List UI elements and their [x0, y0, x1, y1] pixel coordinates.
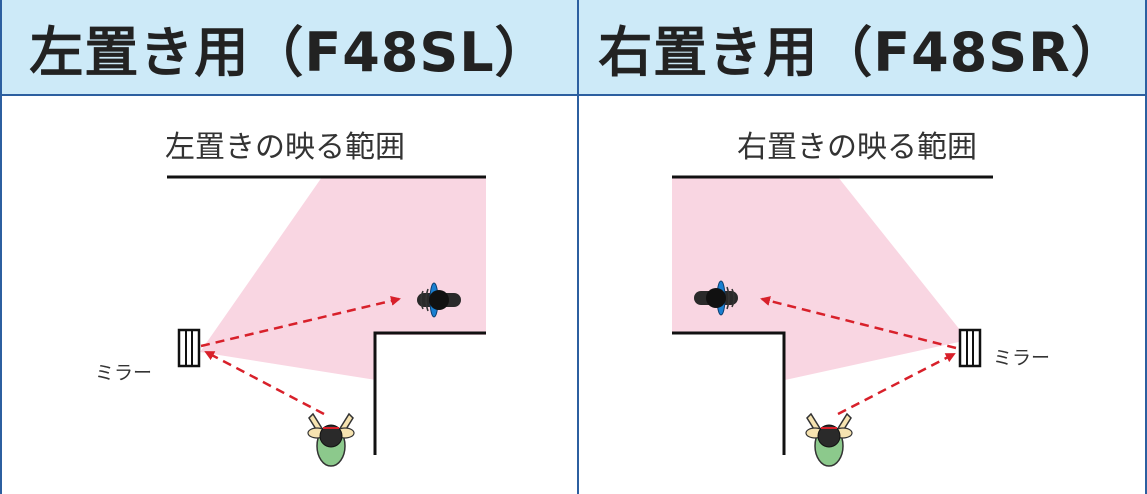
left-panel-subtitle: 左置きの映る範囲	[165, 130, 405, 165]
left-mirror-label: ミラー	[95, 362, 153, 384]
left-bicycle-icon	[417, 282, 461, 318]
right-panel-title: 右置き用（F48SR）	[579, 0, 1145, 96]
right-corner-wall	[672, 331, 786, 455]
left-diagram	[167, 175, 486, 467]
left-mirror-icon	[177, 328, 201, 368]
right-coverage-area	[672, 177, 968, 380]
left-arrow-person-to-mirror	[204, 350, 325, 416]
right-bicycle-icon	[694, 280, 738, 316]
left-coverage-area	[200, 177, 486, 380]
right-diagram	[672, 175, 993, 467]
right-person-icon	[805, 412, 853, 467]
right-arrow-person-to-mirror	[837, 352, 956, 416]
right-mirror-icon	[958, 328, 982, 368]
right-mirror-label: ミラー	[993, 347, 1051, 369]
right-arrow-mirror-to-bike	[760, 296, 957, 350]
panel-divider	[577, 0, 579, 494]
right-panel-subtitle: 右置きの映る範囲	[737, 130, 977, 165]
left-corner-wall	[373, 331, 486, 455]
left-person-icon	[307, 412, 355, 467]
left-panel-title: 左置き用（F48SL）	[2, 0, 577, 96]
left-arrow-mirror-to-bike	[200, 295, 401, 348]
